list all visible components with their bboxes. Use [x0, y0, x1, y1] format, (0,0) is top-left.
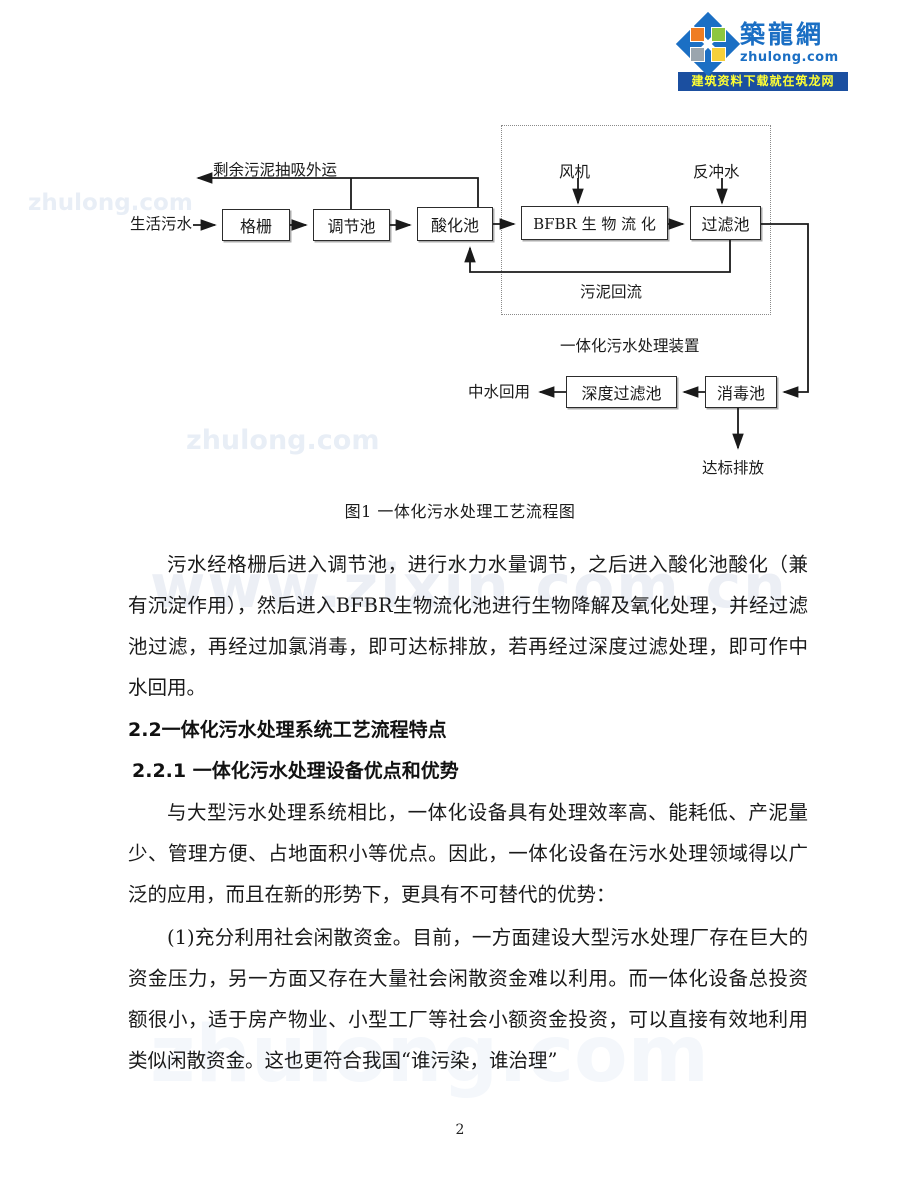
flow-box-regulating-tank: 调节池	[313, 209, 390, 241]
paragraph-item-1: (1)充分利用社会闲散资金。目前，一方面建设大型污水处理厂存在巨大的资金压力，另…	[128, 926, 808, 1072]
heading-2-2-1: 2.2.1 一体化污水处理设备优点和优势	[132, 760, 459, 782]
flow-label-sludge-return: 污泥回流	[580, 283, 643, 301]
flow-box-filter-tank: 过滤池	[690, 206, 761, 240]
flow-label-inlet: 生活污水	[130, 215, 193, 233]
flow-label-backwash: 反冲水	[693, 163, 740, 181]
process-flow-diagram: 格栅 调节池 酸化池 BFBR 生 物 流 化 过滤池 深度过滤池 消毒池 生活…	[0, 0, 920, 500]
logo-brand-domain: zhulong.com	[740, 49, 839, 65]
flow-connectors	[193, 172, 809, 450]
paragraph-process-description: 污水经格栅后进入调节池，进行水力水量调节，之后进入酸化池酸化（兼有沉淀作用），然…	[128, 553, 808, 699]
figure-caption: 图1 一体化污水处理工艺流程图	[344, 502, 576, 521]
flow-box-deep-filter-tank: 深度过滤池	[566, 376, 677, 408]
site-logo: 築龍網 zhulong.com 建筑资料下载就在筑龙网	[675, 11, 848, 92]
flow-box-grille: 格栅	[222, 209, 290, 241]
zhulong-flower-icon	[675, 11, 741, 77]
heading-2-2: 2.2一体化污水处理系统工艺流程特点	[128, 719, 447, 741]
flow-box-disinfection-tank: 消毒池	[705, 376, 777, 408]
logo-brand-cn: 築龍網	[740, 19, 825, 49]
flow-box-acidification-tank: 酸化池	[417, 207, 493, 241]
logo-top-row: 築龍網 zhulong.com	[675, 11, 848, 77]
flow-box-bfbr: BFBR 生 物 流 化	[521, 206, 668, 240]
flow-label-blower: 风机	[559, 163, 591, 181]
flow-label-integrated-device: 一体化污水处理装置	[560, 337, 700, 355]
paragraph-advantages: 与大型污水处理系统相比，一体化设备具有处理效率高、能耗低、产泥量少、管理方便、占…	[128, 801, 808, 906]
document-body: 图1 一体化污水处理工艺流程图 污水经格栅后进入调节池，进行水力水量调节，之后进…	[0, 498, 920, 1083]
flow-label-standard-discharge: 达标排放	[702, 459, 765, 477]
page-number: 2	[455, 1122, 465, 1138]
flow-label-sludge-haul: 剩余污泥抽吸外运	[213, 161, 338, 179]
logo-tagline-bar: 建筑资料下载就在筑龙网	[678, 72, 848, 91]
flow-label-reclaimed-water: 中水回用	[468, 383, 531, 401]
